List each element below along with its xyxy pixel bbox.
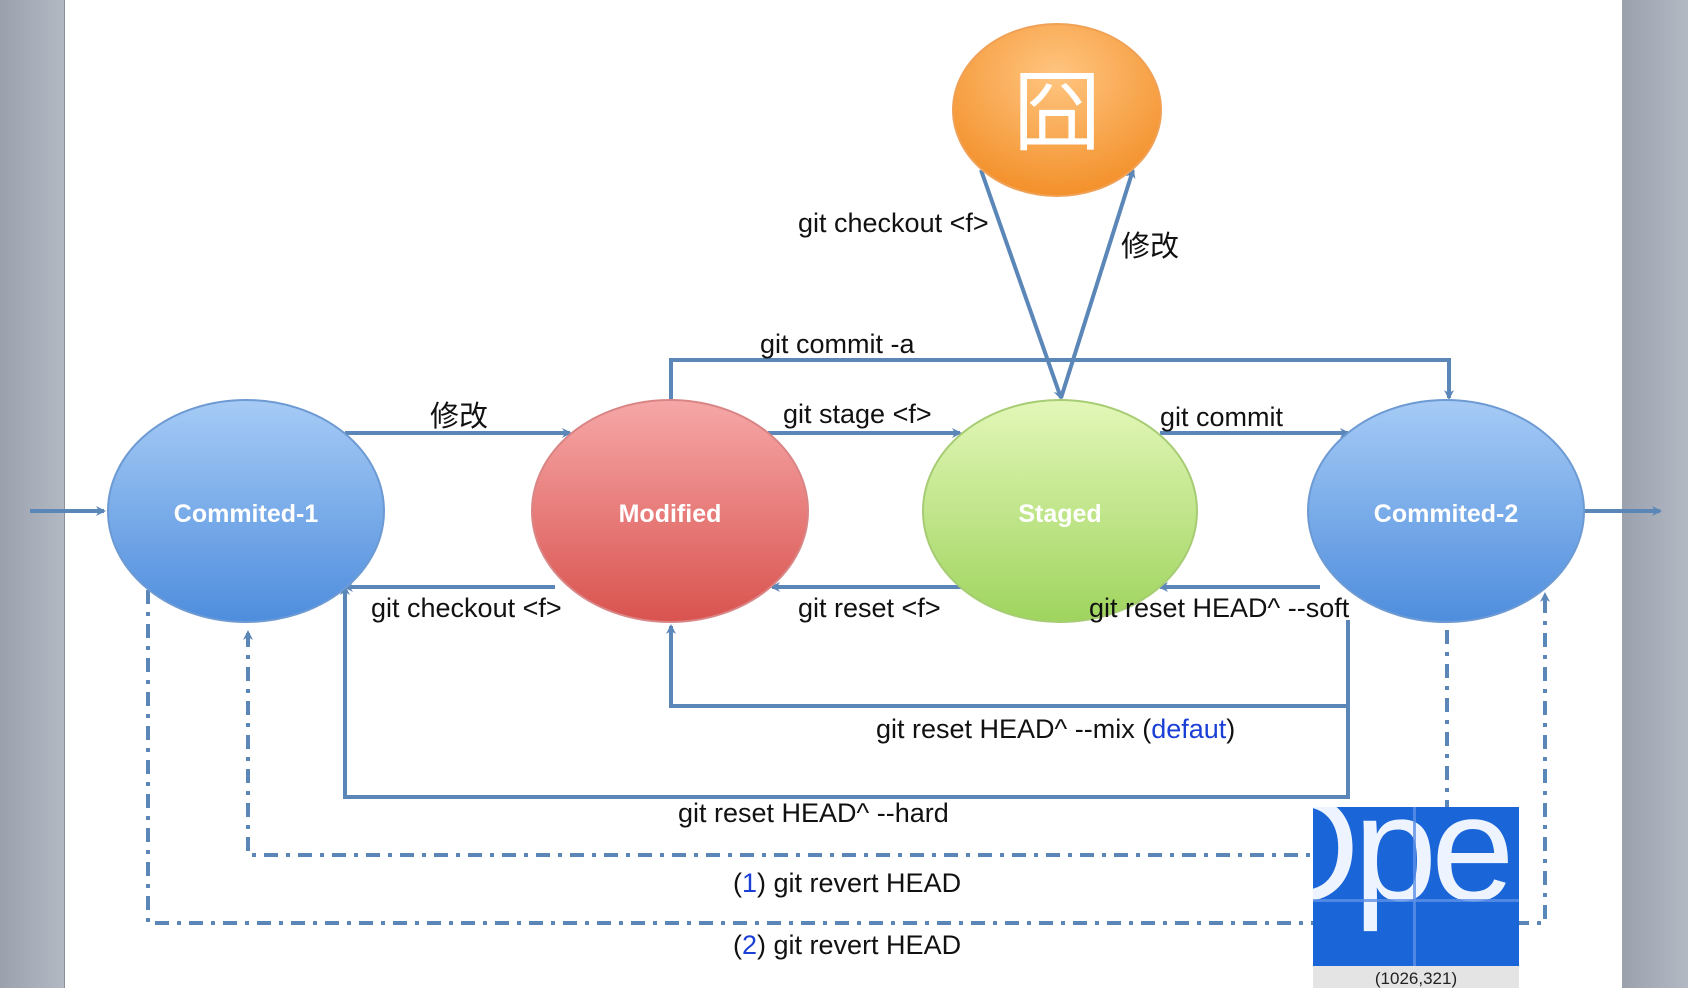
workdir-label: 囧: [1013, 63, 1101, 162]
label-git-stage: git stage <f>: [783, 399, 932, 429]
label-git-reset-mix-prefix: git reset HEAD^ --mix (: [876, 714, 1151, 744]
label-git-checkout-bottom: git checkout <f>: [371, 593, 562, 623]
node-staged: Staged: [922, 399, 1198, 623]
label-git-reset-soft: git reset HEAD^ --soft: [1089, 593, 1350, 623]
label-modify-top: 修改: [1121, 230, 1179, 263]
label-revert-1: (1) git revert HEAD: [733, 868, 961, 898]
edge-modify-top: [1059, 168, 1136, 399]
label-revert-2-num: 2: [742, 930, 757, 960]
magnifier-coordinates: (1026,321): [1313, 966, 1519, 988]
label-git-reset-hard: git reset HEAD^ --hard: [678, 798, 949, 828]
edge-git-commit-a: [669, 358, 1454, 400]
modified-label: Modified: [619, 500, 722, 528]
commited-1-label: Commited-1: [174, 500, 319, 528]
label-modify-left: 修改: [430, 400, 488, 433]
right-page-margin: [1621, 0, 1688, 988]
magnifier-crosshair-vertical: [1413, 807, 1416, 967]
edge-revert-2: [146, 590, 1550, 925]
label-revert-2: (2) git revert HEAD: [733, 930, 961, 960]
commited-2-label: Commited-2: [1374, 500, 1518, 528]
edge-git-checkout-top: [979, 169, 1064, 400]
label-git-reset-mix-suffix: ): [1226, 714, 1235, 744]
label-git-commit-a: git commit -a: [760, 329, 916, 359]
label-revert-1-open: (: [733, 868, 742, 898]
node-commited-1: Commited-1: [107, 399, 385, 623]
staged-label: Staged: [1018, 500, 1101, 528]
label-git-commit: git commit: [1160, 402, 1284, 432]
label-revert-2-open: (: [733, 930, 742, 960]
left-page-margin: [0, 0, 65, 988]
node-commited-2: Commited-2: [1307, 399, 1585, 623]
label-revert-2-rest: ) git revert HEAD: [757, 930, 961, 960]
magnifier-overlay: Ope (1026,321): [1313, 807, 1519, 988]
magnifier-text: Ope: [1313, 807, 1515, 932]
label-git-reset-f: git reset <f>: [798, 593, 941, 623]
edge-revert-1: [243, 630, 1449, 857]
label-git-reset-mix: git reset HEAD^ --mix (defaut): [876, 714, 1235, 744]
edge-git-reset-hard: [340, 585, 1350, 799]
label-revert-1-num: 1: [742, 868, 757, 898]
node-modified: Modified: [531, 399, 809, 623]
magnifier-crosshair-horizontal: [1313, 899, 1519, 902]
label-git-reset-mix-default: defaut: [1151, 714, 1227, 744]
edge-git-reset-mix: [666, 620, 1350, 708]
label-revert-1-rest: ) git revert HEAD: [757, 868, 961, 898]
node-workdir: 囧: [952, 23, 1162, 197]
label-git-checkout-top: git checkout <f>: [798, 208, 989, 238]
